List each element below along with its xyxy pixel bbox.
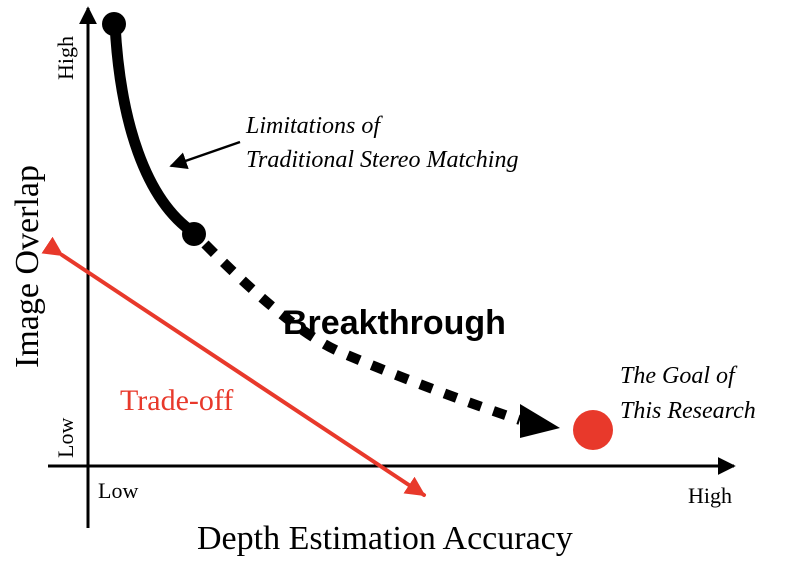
- limitation-label-line1: Limitations of: [245, 113, 383, 139]
- breakthrough-arrowhead: [520, 404, 560, 438]
- x-axis-title: Depth Estimation Accuracy: [197, 520, 573, 557]
- x-axis-low-label: Low: [98, 478, 138, 503]
- y-axis-high-label: High: [53, 36, 78, 80]
- curve-end-point: [182, 222, 206, 246]
- tradeoff-line: [41, 236, 426, 497]
- y-axis-low-label: Low: [53, 418, 78, 458]
- limitation-label-line2: Traditional Stereo Matching: [246, 147, 518, 173]
- goal-label-line2: This Research: [620, 398, 756, 424]
- traditional-limit-curve: [109, 18, 200, 239]
- curve-start-point: [102, 12, 126, 36]
- limitation-pointer-arrow: [169, 140, 241, 170]
- research-goal-point: [573, 410, 613, 450]
- breakthrough-label: Breakthrough: [283, 304, 506, 342]
- x-axis-high-label: High: [688, 483, 732, 508]
- y-axis-title: Image Overlap: [9, 165, 46, 368]
- goal-label-line1: The Goal of: [620, 363, 738, 389]
- tradeoff-label: Trade-off: [120, 384, 233, 417]
